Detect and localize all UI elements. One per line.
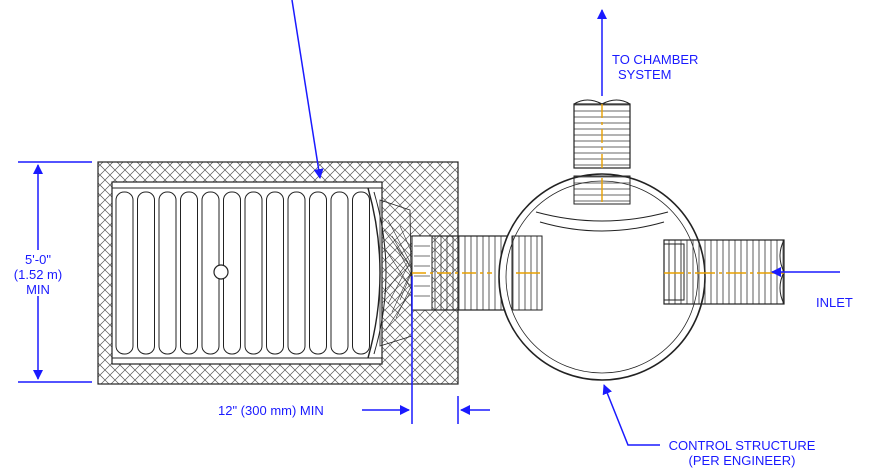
chamber-rib: [309, 191, 327, 355]
spacing-label: 12" (300 mm) MIN: [218, 403, 324, 418]
chamber-rib: [287, 191, 306, 355]
height-line1: 5'-0": [25, 252, 51, 267]
chamber-rib: [330, 191, 349, 355]
height-dimension-label: 5'-0" (1.52 m) MIN: [0, 252, 76, 297]
chamber-port-icon: [213, 264, 229, 280]
pipe-centerlines: [412, 104, 784, 274]
height-line3: MIN: [26, 282, 50, 297]
chamber-leader-line: [291, 0, 324, 179]
to-chamber-line2: SYSTEM: [618, 67, 672, 82]
chamber-rib: [158, 191, 177, 355]
chamber-rib: [266, 191, 284, 355]
inlet-label: INLET: [816, 295, 853, 310]
chamber-rib: [137, 191, 155, 355]
control-structure-leader: [602, 384, 660, 446]
chamber-corrugations: [115, 191, 370, 355]
to-chamber-label: TO CHAMBER SYSTEM: [612, 52, 702, 82]
control-structure-label: CONTROL STRUCTURE (PER ENGINEER): [662, 438, 822, 468]
height-line2: (1.52 m): [13, 267, 63, 282]
chamber-rib: [352, 191, 370, 355]
to-chamber-line1: TO CHAMBER: [612, 52, 699, 67]
chamber-body: [111, 181, 417, 365]
control-line1: CONTROL STRUCTURE: [668, 438, 816, 453]
control-line2: (PER ENGINEER): [688, 453, 796, 468]
inlet-pipe: [663, 239, 785, 305]
chamber-rib: [180, 191, 198, 355]
chamber-rib: [115, 191, 134, 355]
annotation-lines: [18, 0, 840, 446]
chamber-rib: [244, 191, 263, 355]
